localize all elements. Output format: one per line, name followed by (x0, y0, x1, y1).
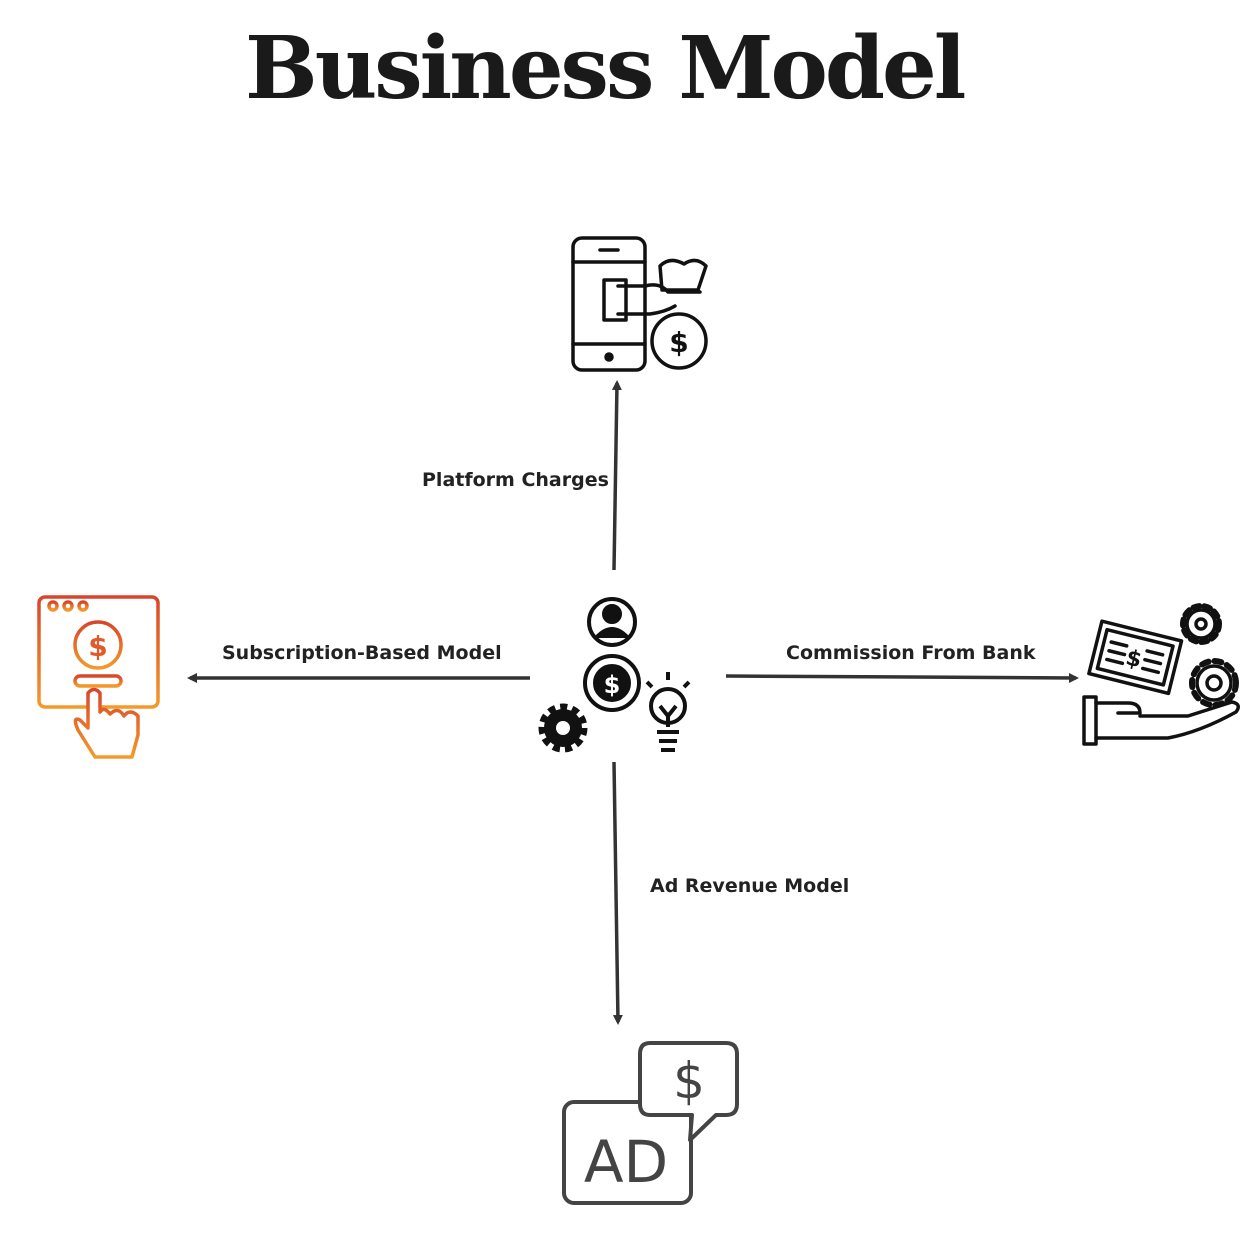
arrow-to-commission (725, 672, 1079, 683)
svg-text:$: $ (669, 326, 688, 359)
hand-cheque-gears-icon: $ (1082, 603, 1240, 746)
arrow-to-platform-charges (611, 380, 622, 571)
ad-dollar-chat-icon: $ AD (562, 1041, 739, 1205)
edge-label-commission: Commission From Bank (786, 642, 1036, 664)
edge-label-platform-charges: Platform Charges (422, 469, 609, 491)
edge-label-ad-revenue: Ad Revenue Model (650, 875, 850, 897)
arrow-to-ad-revenue (612, 761, 623, 1025)
edge-label-subscription: Subscription-Based Model (222, 642, 502, 664)
web-subscription-pay-icon: $ (37, 595, 160, 759)
page-title: Business Model (245, 18, 966, 119)
svg-text:$: $ (1123, 645, 1144, 673)
svg-text:$: $ (604, 671, 621, 699)
mobile-payment-money-bag-icon: $ (571, 236, 708, 372)
ad-symbol: $ (673, 1052, 705, 1110)
business-model-hub-icon: $ (538, 597, 691, 753)
svg-text:$: $ (88, 630, 107, 663)
ad-text: AD (584, 1128, 668, 1196)
